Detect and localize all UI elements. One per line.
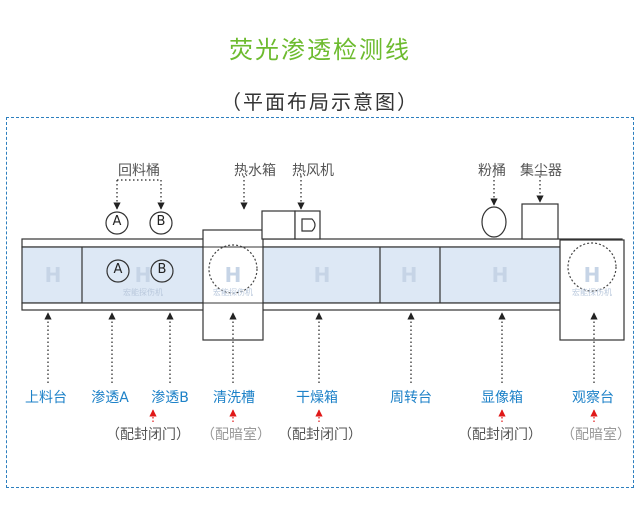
hot-air-blower-label: 热风机 [292, 163, 334, 179]
hot-water-tank [261, 210, 296, 240]
section-dividers [81, 247, 441, 303]
svg-text:H: H [225, 263, 242, 287]
inner-b-circle [150, 259, 174, 283]
inner-b-label: B [157, 262, 167, 277]
station-developer: 显像箱 [481, 390, 523, 406]
station-loading: 上料台 [25, 390, 67, 406]
top-arrows [113, 176, 544, 210]
dust-collector-label: 集尘器 [520, 163, 562, 179]
hot-air-blower [294, 210, 321, 240]
powder-tank-label: 粉桶 [478, 163, 506, 179]
return-tank-label: 回料桶 [118, 163, 160, 179]
tank-b-label: B [156, 214, 166, 229]
station-penetrant-b: 渗透B [151, 390, 189, 406]
station-inspection: 观察台 [572, 390, 614, 406]
hot-water-tank-label: 热水箱 [234, 163, 276, 179]
watermark-text: 宏能探伤机 [572, 288, 612, 297]
note-developer-door: （配封闭门） [458, 427, 542, 443]
powder-tank [481, 206, 507, 238]
svg-text:H: H [584, 263, 601, 287]
svg-text:H: H [401, 263, 418, 287]
station-washing: 清洗槽 [213, 390, 255, 406]
note-inspection-darkroom: （配暗室） [561, 427, 631, 443]
washing-tank [202, 229, 264, 341]
diagram-subtitle: （平面布局示意图） [221, 90, 419, 114]
svg-text:H: H [45, 263, 62, 287]
inner-a-circle [106, 259, 130, 283]
note-arrows [149, 409, 598, 422]
station-penetrant-a: 渗透A [91, 390, 129, 406]
inspection-table [559, 239, 625, 341]
watermark-logos: H H H H H H H [45, 263, 601, 287]
svg-text:H: H [135, 263, 152, 287]
tank-a-label: A [112, 214, 122, 229]
tank-b-circle [149, 211, 173, 235]
bottom-arrows [44, 312, 598, 383]
watermark-text: 宏能探伤机 [123, 288, 163, 297]
inner-a-label: A [113, 262, 123, 277]
note-washing-darkroom: （配暗室） [201, 427, 271, 443]
note-drying-door: （配封闭门） [278, 427, 362, 443]
station-drying: 干燥箱 [296, 390, 338, 406]
diagram-title: 荧光渗透检测线 [229, 36, 411, 64]
watermark-text: 宏能探伤机 [213, 288, 253, 297]
dust-collector [521, 203, 559, 240]
svg-text:H: H [314, 263, 331, 287]
station-transfer: 周转台 [390, 390, 432, 406]
note-penetrant-door: （配封闭门） [106, 427, 190, 443]
layout-frame [6, 117, 634, 488]
tank-a-circle [105, 211, 129, 235]
svg-text:H: H [492, 263, 509, 287]
